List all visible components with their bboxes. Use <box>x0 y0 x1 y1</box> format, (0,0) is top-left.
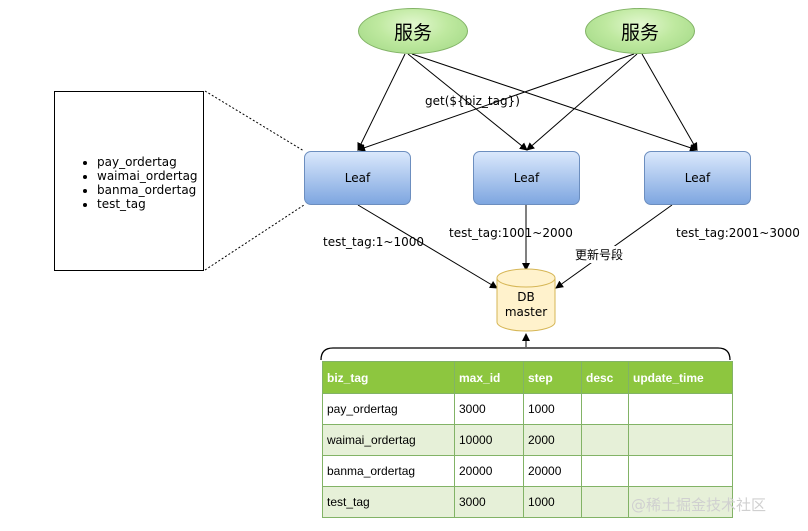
table-cell: 20000 <box>454 455 524 487</box>
table-cell: 3000 <box>454 486 524 518</box>
leaf-node-3: Leaf <box>644 151 751 205</box>
leaf-alloc-table: biz_tag max_id step desc update_time pay… <box>322 361 733 518</box>
edge-service1-leaf1 <box>357 53 406 151</box>
table-cell: pay_ordertag <box>322 393 455 425</box>
edge-service1-leaf2 <box>407 53 528 151</box>
leaf-node-label: Leaf <box>344 171 371 185</box>
get-request-label: get(${biz_tag}) <box>425 94 520 108</box>
table-cell: test_tag <box>322 486 455 518</box>
table-cell <box>581 393 629 425</box>
leaf-node-2: Leaf <box>473 151 580 205</box>
table-cell: waimai_ordertag <box>322 424 455 456</box>
service-node-1: 服务 <box>358 8 468 54</box>
table-cell: 1000 <box>523 393 582 425</box>
table-cell <box>628 455 733 487</box>
table-cell <box>581 424 629 456</box>
edge-leaf1-db <box>357 204 498 289</box>
table-row: waimai_ordertag 10000 2000 <box>322 424 733 456</box>
leaf-node-label: Leaf <box>513 171 540 185</box>
db-label-line2: master <box>504 305 548 319</box>
edge-service1-leaf3 <box>411 53 698 152</box>
table-cell: 1000 <box>523 486 582 518</box>
column-header-max-id: max_id <box>454 361 524 394</box>
zoom-line-top <box>204 90 305 152</box>
table-cell <box>581 486 629 518</box>
service-node-label: 服务 <box>620 21 659 44</box>
watermark-text: @稀土掘金技术社区 <box>631 496 767 514</box>
service-node-2: 服务 <box>585 8 695 54</box>
edge-service2-leaf2 <box>526 53 638 151</box>
db-master-node: DB master <box>496 270 556 332</box>
range-label-leaf3: test_tag:2001~3000 <box>676 226 800 240</box>
table-cell <box>628 393 733 425</box>
table-cell <box>628 486 733 518</box>
column-header-step: step <box>523 361 582 394</box>
table-cell: 2000 <box>523 424 582 456</box>
table-bracket <box>320 347 731 361</box>
column-header-biz-tag: biz_tag <box>322 361 455 394</box>
list-item: test_tag <box>97 197 198 211</box>
edge-service2-leaf3 <box>641 53 698 151</box>
range-label-leaf2: test_tag:1001~2000 <box>449 226 573 240</box>
table-cell: 10000 <box>454 424 524 456</box>
table-row: pay_ordertag 3000 1000 <box>322 393 733 425</box>
column-header-desc: desc <box>581 361 629 394</box>
service-node-label: 服务 <box>393 21 432 44</box>
leaf-node-label: Leaf <box>684 171 711 185</box>
range-label-leaf1: test_tag:1~1000 <box>323 235 424 249</box>
zoom-line-bottom <box>204 204 305 271</box>
leaf-node-1: Leaf <box>304 151 411 205</box>
table-cell <box>581 455 629 487</box>
table-row: test_tag 3000 1000 <box>322 486 733 518</box>
table-cell: 3000 <box>454 393 524 425</box>
table-cell: banma_ordertag <box>322 455 455 487</box>
edge-service2-leaf1 <box>357 53 635 152</box>
column-header-update-time: update_time <box>628 361 733 394</box>
list-item: pay_ordertag <box>97 155 198 169</box>
list-item: waimai_ordertag <box>97 169 198 183</box>
biz-tag-list: pay_ordertag waimai_ordertag banma_order… <box>55 155 198 211</box>
db-label-line1: DB <box>517 290 535 304</box>
table-header-row: biz_tag max_id step desc update_time <box>322 361 733 394</box>
table-cell: 20000 <box>523 455 582 487</box>
list-item: banma_ordertag <box>97 183 198 197</box>
update-segment-label: 更新号段 <box>575 246 624 263</box>
biz-tag-list-box: pay_ordertag waimai_ordertag banma_order… <box>54 91 204 271</box>
table-row: banma_ordertag 20000 20000 <box>322 455 733 487</box>
db-cylinder-shape <box>496 268 556 332</box>
table-cell <box>628 424 733 456</box>
